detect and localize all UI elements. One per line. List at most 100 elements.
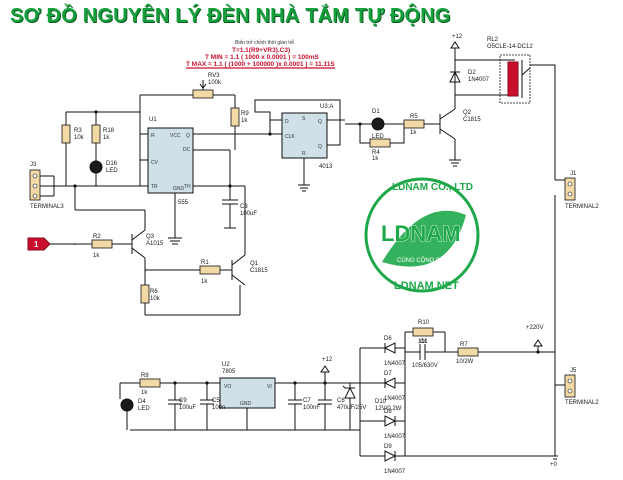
svg-text:TERMINAL2: TERMINAL2 xyxy=(565,204,599,210)
r4-resistor: R4 1k xyxy=(369,138,391,162)
ldnam-logo: LDNAM CO., LTD LDNAM CÙNG CỘNG ĐỒNG LDNA… xyxy=(364,177,480,293)
svg-text:J1: J1 xyxy=(570,171,577,177)
svg-text:1k: 1k xyxy=(372,156,379,162)
input-net xyxy=(50,243,132,245)
u3a-flipflop: U3:A 4013 D CLK S R Q Q xyxy=(281,104,333,170)
svg-text:GND: GND xyxy=(240,401,252,407)
j5-terminal: J5 TERMINAL2 xyxy=(564,368,599,406)
r2-resistor: R2 1k xyxy=(91,234,113,259)
svg-text:100k: 100k xyxy=(208,80,222,86)
u1-vcc-net xyxy=(139,94,236,186)
svg-text:GND: GND xyxy=(173,186,185,192)
c9-capacitor: C9 100uF xyxy=(168,383,196,430)
svg-text:D4: D4 xyxy=(138,399,146,405)
svg-text:10k: 10k xyxy=(74,135,85,141)
v12b-rail xyxy=(320,365,330,383)
junction-dots xyxy=(73,110,540,385)
rail-ac220: +220V xyxy=(526,325,544,331)
c7-capacitor: C7 100nF xyxy=(288,398,320,411)
svg-text:G5CLE-14-DC12: G5CLE-14-DC12 xyxy=(487,44,533,50)
svg-text:100nF: 100nF xyxy=(303,405,320,411)
logo-company: LDNAM CO., LTD xyxy=(392,182,473,193)
svg-text:1M: 1M xyxy=(418,339,426,345)
j1-terminal: J1 TERMINAL2 xyxy=(564,171,599,210)
d2-diode: D2 1N4007 xyxy=(449,60,490,95)
svg-text:RV3: RV3 xyxy=(208,73,220,79)
svg-text:1k: 1k xyxy=(93,253,100,259)
c1-capacitor: C1 105/630V xyxy=(412,339,438,369)
r6-resistor: R6 10k xyxy=(140,284,161,304)
svg-text:Q2: Q2 xyxy=(463,110,472,116)
svg-text:C9: C9 xyxy=(179,398,187,404)
svg-text:R4: R4 xyxy=(372,150,380,156)
svg-text:D: D xyxy=(285,119,289,125)
svg-text:RL2: RL2 xyxy=(487,37,499,43)
svg-text:1: 1 xyxy=(34,240,39,249)
svg-text:TR: TR xyxy=(151,184,158,190)
svg-text:S: S xyxy=(302,116,306,122)
svg-text:10/2W: 10/2W xyxy=(456,359,474,365)
svg-text:555: 555 xyxy=(178,200,189,206)
svg-text:Q: Q xyxy=(318,144,322,150)
c3-capacitor: C3 100uF xyxy=(222,199,257,229)
svg-text:R3: R3 xyxy=(74,128,82,134)
svg-text:J5: J5 xyxy=(570,368,577,374)
u1-output-net xyxy=(193,133,270,200)
svg-text:C1815: C1815 xyxy=(463,117,481,123)
d16-led: D16 LED xyxy=(89,160,118,174)
timer-tmax: T MAX = 1.1 ( (1000 + 100000 )x 0.0001 )… xyxy=(186,61,335,68)
u1-gnd xyxy=(168,193,182,245)
svg-text:D2: D2 xyxy=(468,70,476,76)
u3a-net xyxy=(254,99,345,192)
svg-text:U2: U2 xyxy=(222,362,230,368)
r3-resistor: R3 10k xyxy=(61,124,85,144)
q2-transistor: Q2 C1815 xyxy=(439,95,481,167)
r7-resistor: R7 10/2W xyxy=(456,342,479,365)
svg-text:C7: C7 xyxy=(303,398,311,404)
svg-text:100uF: 100uF xyxy=(240,211,257,217)
r8-resistor: R8 1k xyxy=(139,373,161,396)
svg-text:R10: R10 xyxy=(418,320,430,326)
rail-v12b: +12 xyxy=(322,357,333,363)
svg-text:R2: R2 xyxy=(93,234,101,240)
svg-text:R5: R5 xyxy=(410,114,418,120)
svg-text:U1: U1 xyxy=(149,117,157,123)
svg-text:R8: R8 xyxy=(141,373,149,379)
u2-regulator: U2 7805 VO VI GND xyxy=(219,362,276,409)
ps-net xyxy=(120,382,360,431)
d8-diode: D8 1N4007 xyxy=(384,409,406,440)
d6-diode: D6 1N4007 xyxy=(383,336,406,367)
d1-net xyxy=(345,123,440,144)
svg-text:4013: 4013 xyxy=(319,164,333,170)
timer-note: Biến trở chỉnh thời gian trễ xyxy=(235,39,294,46)
svg-text:TERMINAL2: TERMINAL2 xyxy=(565,400,599,406)
svg-text:R: R xyxy=(302,151,306,157)
svg-text:D16: D16 xyxy=(106,161,118,167)
svg-text:1k: 1k xyxy=(410,130,417,136)
svg-text:VCC: VCC xyxy=(170,133,181,139)
svg-text:100uF: 100uF xyxy=(179,405,196,411)
d4-led: D4 LED xyxy=(120,398,150,412)
svg-text:J3: J3 xyxy=(30,162,37,168)
timer-tmin: T MIN = 1.1 ( 1000 x 0.0001 ) = 100mS xyxy=(205,54,319,61)
svg-text:U3:A: U3:A xyxy=(320,104,333,110)
d9-diode: D9 1N4007 xyxy=(384,444,406,475)
q3-transistor: Q3 A1015 xyxy=(74,186,164,270)
svg-text:100n: 100n xyxy=(212,405,225,411)
timer-formula: T=1.1(R9+VR3).C3) xyxy=(232,47,290,54)
svg-text:1k: 1k xyxy=(201,279,208,285)
diagram-title: SƠ ĐỒ NGUYÊN LÝ ĐÈN NHÀ TẮM TỰ ĐỘNG xyxy=(10,5,451,27)
svg-text:1N4007: 1N4007 xyxy=(468,77,490,83)
svg-text:470uF/25V: 470uF/25V xyxy=(337,405,366,411)
rl2-relay: RL2 G5CLE-14-DC12 xyxy=(487,37,533,104)
svg-text:D9: D9 xyxy=(384,444,392,450)
d4-net xyxy=(119,383,128,430)
svg-text:Q: Q xyxy=(186,133,190,139)
svg-text:LED: LED xyxy=(138,406,150,412)
relay-contact-net xyxy=(530,64,565,386)
svg-text:Q: Q xyxy=(318,119,322,125)
svg-text:7805: 7805 xyxy=(222,369,236,375)
logo-slogan: CÙNG CỘNG ĐỒNG xyxy=(397,257,454,264)
svg-text:Q3: Q3 xyxy=(146,234,155,240)
